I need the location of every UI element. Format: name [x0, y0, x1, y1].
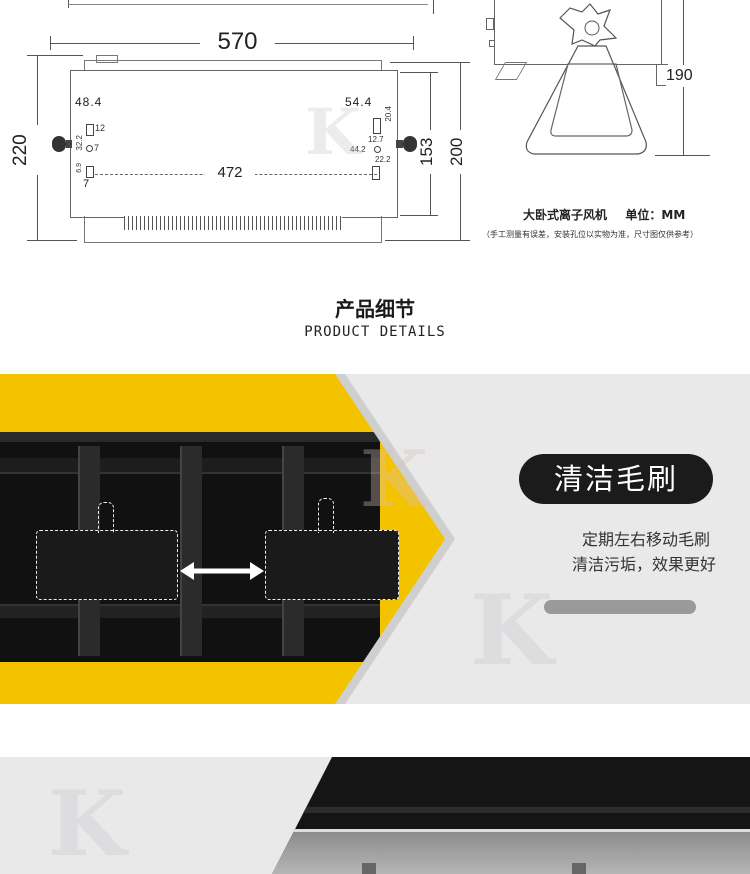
brand-watermark-icon: K	[48, 771, 127, 874]
feature-line-2: 清洁污垢，效果更好	[571, 555, 716, 574]
side-stand-outline	[525, 3, 647, 155]
caption-note: （手工测量有误差，安装孔位以实物为准，尺寸图仅供参考）	[482, 230, 698, 239]
bottom-base	[84, 216, 382, 243]
feature-divider-bar	[544, 600, 696, 614]
right-top-label: 54.4	[345, 95, 373, 109]
r127-label: 12.7	[368, 135, 384, 144]
vent-grille	[124, 216, 342, 230]
height-overall-label: 220	[10, 125, 40, 175]
section-subtitle: PRODUCT DETAILS	[304, 324, 446, 340]
brand-watermark-icon: K	[470, 574, 554, 687]
hole-7-label: 7	[94, 143, 100, 153]
left-knob-icon	[52, 136, 66, 152]
inner-width-label: 472	[205, 164, 255, 181]
hole-32-label: 32.2	[75, 135, 84, 151]
feature-second-panel: K	[0, 757, 750, 874]
feature-line-1: 定期左右移动毛刷	[581, 530, 710, 549]
feature-badge: 清洁毛刷	[519, 454, 713, 504]
top-line	[68, 2, 428, 5]
caption-title: 大卧式离子风机	[523, 208, 608, 222]
caption-unit: 单位：MM	[625, 208, 686, 222]
brush-photo	[0, 374, 450, 704]
brand-watermark-icon: K	[305, 95, 361, 170]
width-overall-label: 570	[200, 28, 275, 56]
second-photo	[272, 757, 750, 874]
brush-left-outline	[36, 530, 178, 600]
r442-label: 44.2	[350, 145, 366, 154]
caption-row: 大卧式离子风机 单位：MM	[523, 206, 685, 223]
hole-69-label: 6.9	[76, 163, 83, 173]
hole-12-label: 12	[95, 123, 106, 133]
inner-height-label: 153	[417, 130, 445, 174]
brand-watermark-icon: K	[360, 434, 428, 525]
r222-label: 22.2	[375, 155, 391, 164]
right-height-label: 200	[447, 130, 475, 174]
right-knob-icon	[403, 136, 417, 152]
feature-brush-panel: K K 清洁毛刷 定期左右移动毛刷 清洁污垢，效果更好	[0, 374, 750, 704]
double-arrow-icon	[180, 562, 264, 580]
r204-label: 20.4	[384, 106, 393, 122]
section-title: 产品细节	[335, 297, 415, 321]
left-top-label: 48.4	[75, 95, 103, 109]
fan-body-outline	[70, 70, 398, 218]
side-height-label: 190	[666, 65, 693, 87]
dimension-drawing: 570 220 48.4 12 7 32.2 6.9 7 472 54.4 20…	[0, 0, 750, 250]
top-line	[433, 0, 434, 14]
hole-7b-label: 7	[83, 178, 90, 190]
top-lid	[84, 60, 382, 71]
brush-right-outline	[265, 530, 399, 600]
